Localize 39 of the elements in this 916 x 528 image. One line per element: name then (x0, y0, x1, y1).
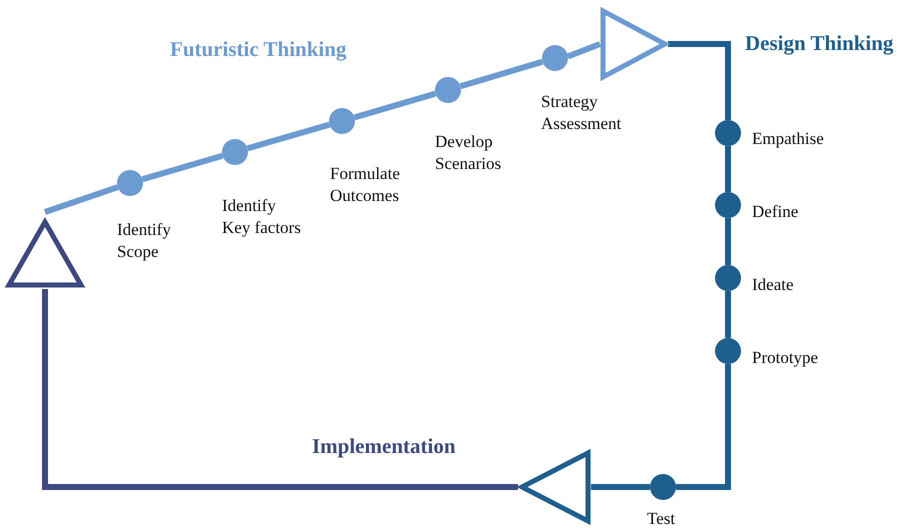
connector-line (725, 291, 731, 338)
connector-line (44, 184, 119, 215)
connector-line (354, 90, 436, 120)
step-dot (117, 170, 143, 196)
step-dot (222, 139, 248, 165)
step-label: Identify Key factors (222, 195, 302, 239)
step-label: Ideate (752, 274, 795, 296)
step-label: Empathise (752, 128, 825, 150)
step-label: Develop Scenarios (435, 131, 502, 175)
step-label: Strategy Assessment (541, 91, 622, 135)
connector-line (42, 289, 518, 490)
step-dot (435, 77, 461, 103)
connector-line (725, 146, 731, 192)
step-dot (715, 192, 741, 218)
step-dot (715, 120, 741, 146)
step-dot (542, 45, 568, 71)
connector-line (591, 484, 650, 490)
connector-line (246, 122, 330, 152)
connector-line (142, 152, 224, 182)
step-label: Identify Scope (117, 219, 172, 263)
triangle-arrowhead (6, 219, 84, 289)
step-dot (329, 108, 355, 134)
connector-line (668, 41, 731, 120)
connector-line (460, 58, 544, 90)
triangle-arrowhead (600, 8, 668, 80)
phase-title: Design Thinking (745, 31, 894, 56)
phase-title: Futuristic Thinking (170, 37, 346, 62)
step-dot (715, 265, 741, 291)
step-label: Formulate Outcomes (330, 163, 401, 207)
step-dot (715, 338, 741, 364)
step-dot (650, 474, 676, 500)
connector-line (725, 218, 731, 265)
step-label: Define (752, 201, 800, 223)
step-label: Test (647, 508, 676, 528)
connector-line (676, 364, 731, 490)
triangle-arrowhead (519, 450, 591, 524)
step-label: Prototype (752, 347, 820, 369)
connector-line (566, 41, 602, 60)
phase-title: Implementation (312, 434, 456, 459)
